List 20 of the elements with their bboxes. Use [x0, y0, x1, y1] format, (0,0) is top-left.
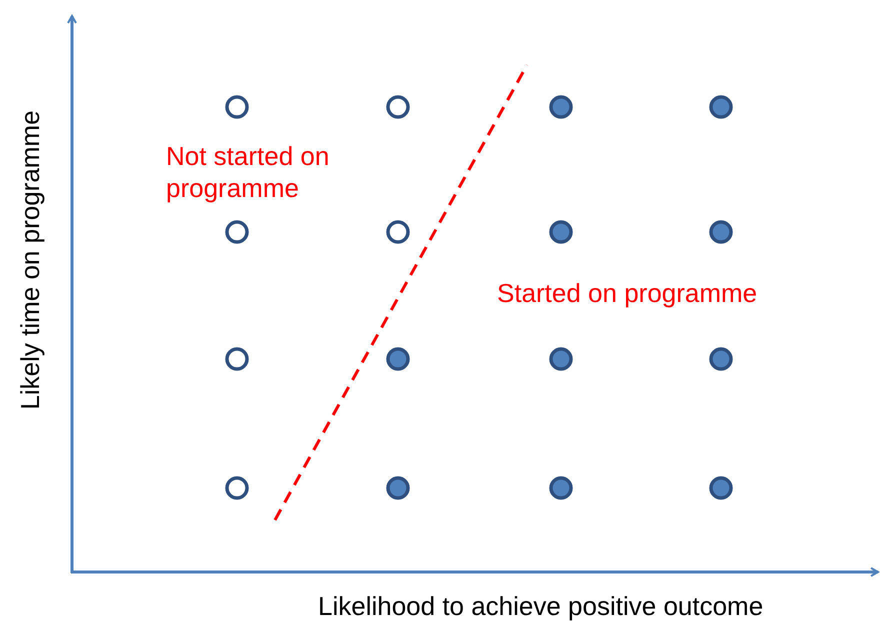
filled-circle-marker: [549, 220, 573, 244]
region-label: Not started on programme: [166, 140, 330, 204]
filled-circle-marker: [386, 347, 410, 371]
filled-circle-marker: [386, 476, 410, 500]
filled-circle-marker: [709, 95, 733, 119]
hollow-circle-marker: [225, 95, 249, 119]
hollow-circle-marker: [225, 220, 249, 244]
hollow-circle-marker: [386, 220, 410, 244]
filled-circle-marker: [709, 220, 733, 244]
filled-circle-marker: [709, 476, 733, 500]
filled-circle-marker: [709, 347, 733, 371]
axis-label: Likelihood to achieve positive outcome: [318, 590, 764, 621]
axis-label: Likely time on programme: [14, 109, 46, 412]
region-label: Started on programme: [497, 277, 758, 309]
hollow-circle-marker: [225, 476, 249, 500]
filled-circle-marker: [549, 95, 573, 119]
hollow-circle-marker: [225, 347, 249, 371]
filled-circle-marker: [549, 476, 573, 500]
hollow-circle-marker: [386, 95, 410, 119]
filled-circle-marker: [549, 347, 573, 371]
